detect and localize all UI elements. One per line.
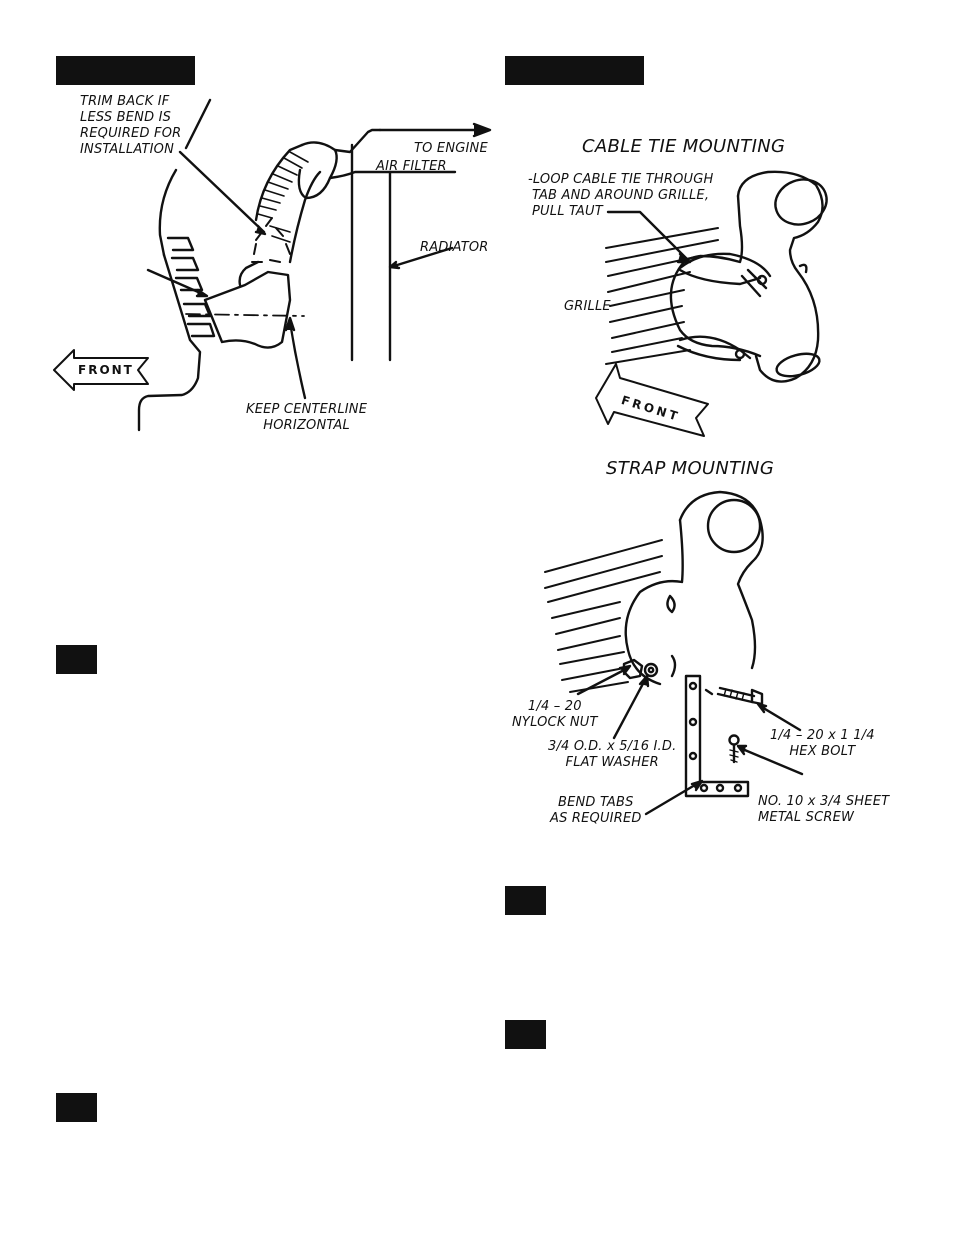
trim-note: TRIM BACK IF LESS BEND IS REQUIRED FOR I… xyxy=(80,94,181,158)
bend-tabs-line: BEND TABS xyxy=(557,795,634,810)
figure-header-bar-right xyxy=(505,56,644,85)
sheet-metal-screw-line: NO. 10 x 3/4 SHEET xyxy=(758,794,890,809)
grille-label: GRILLE xyxy=(564,299,611,314)
centerline-note-line: HORIZONTAL xyxy=(263,418,350,433)
step-marker xyxy=(505,886,546,915)
nylock-nut-label: 1/4 – 20 NYLOCK NUT xyxy=(512,699,598,731)
hose-ribs xyxy=(257,151,309,243)
grille-lines xyxy=(544,539,663,693)
strap-mounting-title: STRAP MOUNTING xyxy=(606,458,775,479)
loop-cable-note-line: -LOOP CABLE TIE THROUGH xyxy=(528,172,714,187)
to-engine-label: TO ENGINE xyxy=(414,141,488,156)
cable-tie-diagram xyxy=(595,170,828,437)
centerline-note: KEEP CENTERLINE HORIZONTAL xyxy=(246,402,367,434)
step-marker xyxy=(505,1020,546,1049)
hex-bolt-label: 1/4 – 20 x 1 1/4 HEX BOLT xyxy=(770,728,875,760)
flat-washer-line: 3/4 O.D. x 5/16 I.D. xyxy=(548,739,677,754)
bend-tabs-line: AS REQUIRED xyxy=(550,811,642,826)
loop-cable-note-line: TAB AND AROUND GRILLE, xyxy=(532,188,710,203)
nylock-nut-line: 1/4 – 20 xyxy=(527,699,582,714)
centerline-note-line: KEEP CENTERLINE xyxy=(246,402,368,417)
air-filter-label: AIR FILTER xyxy=(376,159,447,174)
trim-note-line: TRIM BACK IF xyxy=(80,94,170,109)
hex-bolt-line: 1/4 – 20 x 1 1/4 xyxy=(770,728,875,743)
sheet-metal-screw-label: NO. 10 x 3/4 SHEET METAL SCREW xyxy=(758,794,889,826)
flat-washer-label: 3/4 O.D. x 5/16 I.D. FLAT WASHER xyxy=(548,739,676,771)
front-arrow-label: FRONT xyxy=(78,363,134,377)
hex-bolt-line: HEX BOLT xyxy=(789,744,856,759)
trim-note-line: INSTALLATION xyxy=(80,142,175,157)
sheet-metal-screw-line: METAL SCREW xyxy=(758,810,855,825)
radiator-label: RADIATOR xyxy=(420,240,489,255)
left-installation-diagram xyxy=(53,98,492,432)
cable-tie-title: CABLE TIE MOUNTING xyxy=(582,136,786,157)
bend-tabs-label: BEND TABS AS REQUIRED xyxy=(550,795,642,827)
loop-cable-note: -LOOP CABLE TIE THROUGH TAB AND AROUND G… xyxy=(528,172,714,220)
grille-slats xyxy=(166,236,216,338)
step-marker xyxy=(56,1093,97,1122)
figure-header-bar-left xyxy=(56,56,195,85)
nylock-nut-line: NYLOCK NUT xyxy=(512,715,598,730)
step-marker xyxy=(56,645,97,674)
flat-washer-line: FLAT WASHER xyxy=(565,755,659,770)
trim-note-line: REQUIRED FOR xyxy=(80,126,182,141)
strap-mounting-diagram xyxy=(544,490,804,816)
trim-note-line: LESS BEND IS xyxy=(80,110,172,125)
loop-cable-note-line: PULL TAUT xyxy=(532,204,603,219)
